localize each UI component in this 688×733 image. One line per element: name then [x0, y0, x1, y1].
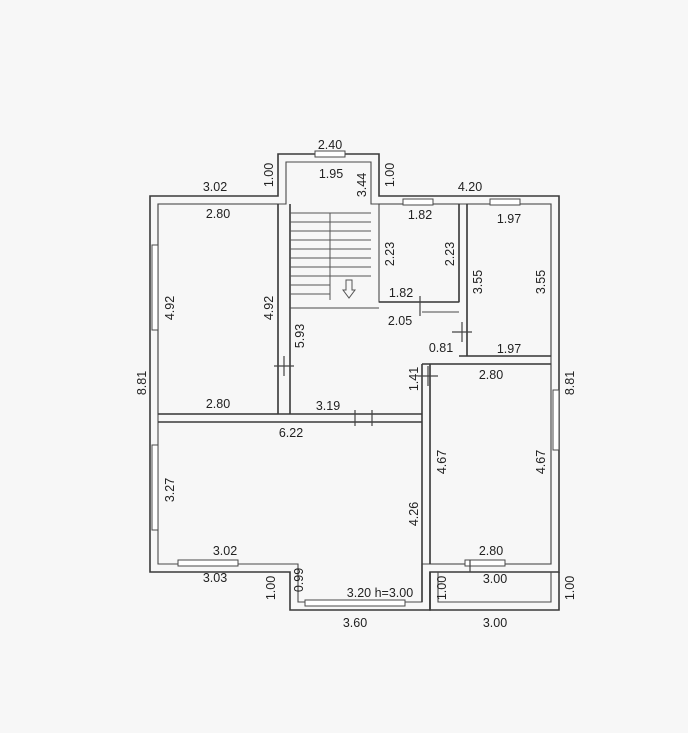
staircase	[290, 212, 371, 300]
dim-left-room-right: 4.92	[262, 296, 276, 320]
window-balcony-door	[464, 559, 506, 567]
windows	[151, 150, 560, 607]
stair-arrow	[342, 279, 356, 299]
dim-bath-left: 2.23	[383, 242, 397, 266]
dim-stair-left-offset: 1.00	[262, 163, 276, 187]
dim-left-room-bottom: 2.80	[206, 397, 230, 411]
dim-right-bottom-room-top: 2.80	[479, 368, 503, 382]
dim-left-room-left: 4.92	[163, 296, 177, 320]
dimension-labels: 2.40 1.95 3.44 1.00 1.00 3.02 4.20 2.80 …	[135, 138, 577, 630]
dim-bath-top: 1.82	[408, 208, 432, 222]
dim-bay-depth: 0.99	[292, 568, 306, 592]
window-bathroom	[402, 198, 434, 206]
dim-right-bottom-room-right: 4.67	[534, 450, 548, 474]
dim-balcony-left: 1.00	[435, 576, 449, 600]
dim-top-left: 3.02	[203, 180, 227, 194]
window-stair	[314, 150, 346, 158]
window-big-room-bottom	[177, 559, 239, 567]
dim-hall-height: 5.93	[293, 324, 307, 348]
dim-bath-bottom: 1.82	[389, 286, 413, 300]
dim-stair-right-offset: 1.00	[383, 163, 397, 187]
dim-balcony-right: 1.00	[563, 576, 577, 600]
dim-right-top-room-bottom: 1.97	[497, 342, 521, 356]
dim-bath-right: 2.23	[443, 242, 457, 266]
dim-right-bottom-room-left: 4.67	[435, 450, 449, 474]
window-left-upper	[151, 244, 159, 331]
dim-big-room-left: 3.27	[163, 478, 177, 502]
dim-right-top-room-left: 3.55	[471, 270, 485, 294]
dim-stair-top: 2.40	[318, 138, 342, 152]
dim-left-room-top: 2.80	[206, 207, 230, 221]
dim-bay-outer: 3.60	[343, 616, 367, 630]
dim-right-bottom-room-bottom: 2.80	[479, 544, 503, 558]
dim-big-room-right: 4.26	[407, 502, 421, 526]
dim-hall-bottom: 3.19	[316, 399, 340, 413]
dim-right-top-room-right: 3.55	[534, 270, 548, 294]
dim-bay-width: 3.20 h=3.00	[347, 586, 413, 600]
dim-total-height-left: 8.81	[135, 371, 149, 395]
dim-hall-width: 2.05	[388, 314, 412, 328]
dim-big-room-top: 6.22	[279, 426, 303, 440]
window-right-top	[489, 198, 521, 206]
dim-big-room-inner-bottom: 3.02	[213, 544, 237, 558]
door-markers	[274, 296, 472, 572]
window-right-bottom	[552, 389, 560, 451]
dim-stair-inner: 1.95	[319, 167, 343, 181]
dim-bay-left-offset: 1.00	[264, 576, 278, 600]
dim-hall-small: 0.81	[429, 341, 453, 355]
dim-balcony-outer: 3.00	[483, 616, 507, 630]
dim-balcony-inner: 3.00	[483, 572, 507, 586]
dim-stair-length: 3.44	[355, 173, 369, 197]
dim-big-room-outer-bottom: 3.03	[203, 571, 227, 585]
window-big-room	[151, 444, 159, 531]
dim-total-height-right: 8.81	[563, 371, 577, 395]
dim-top-right: 4.20	[458, 180, 482, 194]
window-bay	[304, 599, 406, 607]
dim-right-top-room-top: 1.97	[497, 212, 521, 226]
dim-hall-side: 1.41	[407, 367, 421, 391]
